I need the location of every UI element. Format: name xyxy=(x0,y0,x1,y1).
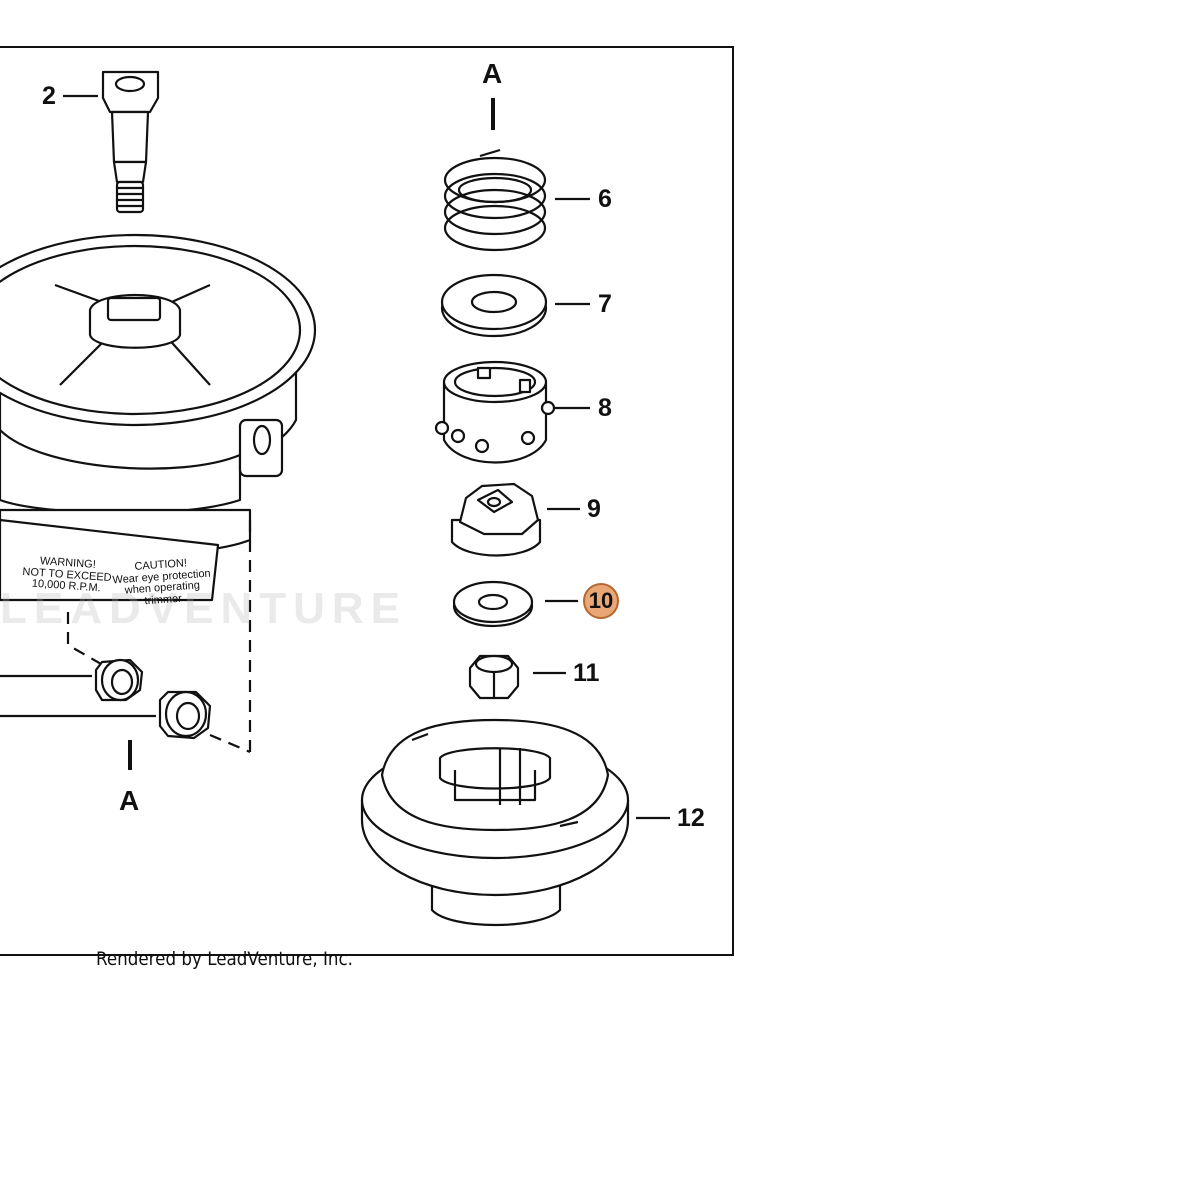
decal-warning: WARNING! NOT TO EXCEED 10,000 R.P.M. xyxy=(22,555,112,595)
ref-label-bottom: A xyxy=(119,785,140,816)
part-6-spring[interactable] xyxy=(443,148,547,252)
watermark: LEADVENTURE xyxy=(0,584,408,633)
callout-12[interactable]: 12 xyxy=(677,804,705,832)
part-7-washer[interactable] xyxy=(440,273,548,338)
bushing-1[interactable] xyxy=(94,658,144,702)
bushing-2[interactable] xyxy=(158,690,212,740)
callout-6[interactable]: 6 xyxy=(598,185,612,213)
callout-10-highlighted[interactable]: 10 xyxy=(583,583,619,619)
callout-7[interactable]: 7 xyxy=(598,290,612,318)
part-9-hub[interactable] xyxy=(450,482,542,557)
callout-8[interactable]: 8 xyxy=(598,394,612,422)
part-2-shaft[interactable] xyxy=(101,70,160,214)
ref-label-top: A xyxy=(482,58,503,89)
footer-credit: Rendered by LeadVenture, Inc. xyxy=(96,948,354,970)
part-8-cup[interactable] xyxy=(434,360,556,464)
callout-9[interactable]: 9 xyxy=(587,495,601,523)
diagram-frame xyxy=(0,46,734,956)
part-10-washer[interactable] xyxy=(452,580,534,628)
part-11-nut[interactable] xyxy=(468,654,520,700)
callout-2[interactable]: 2 xyxy=(42,82,56,110)
callout-11[interactable]: 11 xyxy=(573,659,600,687)
spool-housing xyxy=(0,233,317,602)
decal-caution: CAUTION! Wear eye protection when operat… xyxy=(112,557,211,607)
part-12-base[interactable] xyxy=(360,718,630,927)
dashed-guides xyxy=(66,520,252,754)
